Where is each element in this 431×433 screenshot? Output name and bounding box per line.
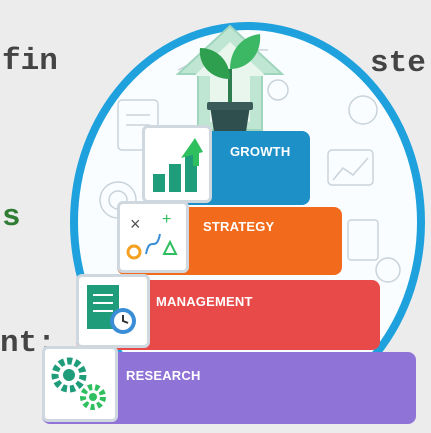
growth-arrow-icon [142,125,212,203]
step-strategy: × + STRATEGY [117,201,342,275]
step-label-research: RESEARCH [126,368,201,383]
step-label-management: MANAGEMENT [156,294,253,309]
step-growth: GROWTH [142,125,310,205]
plant-icon [199,34,261,132]
background-code-line-2: s [2,200,21,235]
svg-text:×: × [130,214,141,234]
step-label-strategy: STRATEGY [203,219,275,234]
clipboard-clock-icon [76,274,150,348]
step-research: RESEARCH [42,346,416,424]
step-management: MANAGEMENT [76,274,380,350]
strategy-icon: × + [117,201,189,273]
gears-icon [42,346,118,422]
background-code-line-1: fin [2,44,58,79]
svg-text:+: + [162,211,171,228]
background-code-line-1-tail: ste [370,46,426,81]
step-label-growth: GROWTH [230,144,291,159]
